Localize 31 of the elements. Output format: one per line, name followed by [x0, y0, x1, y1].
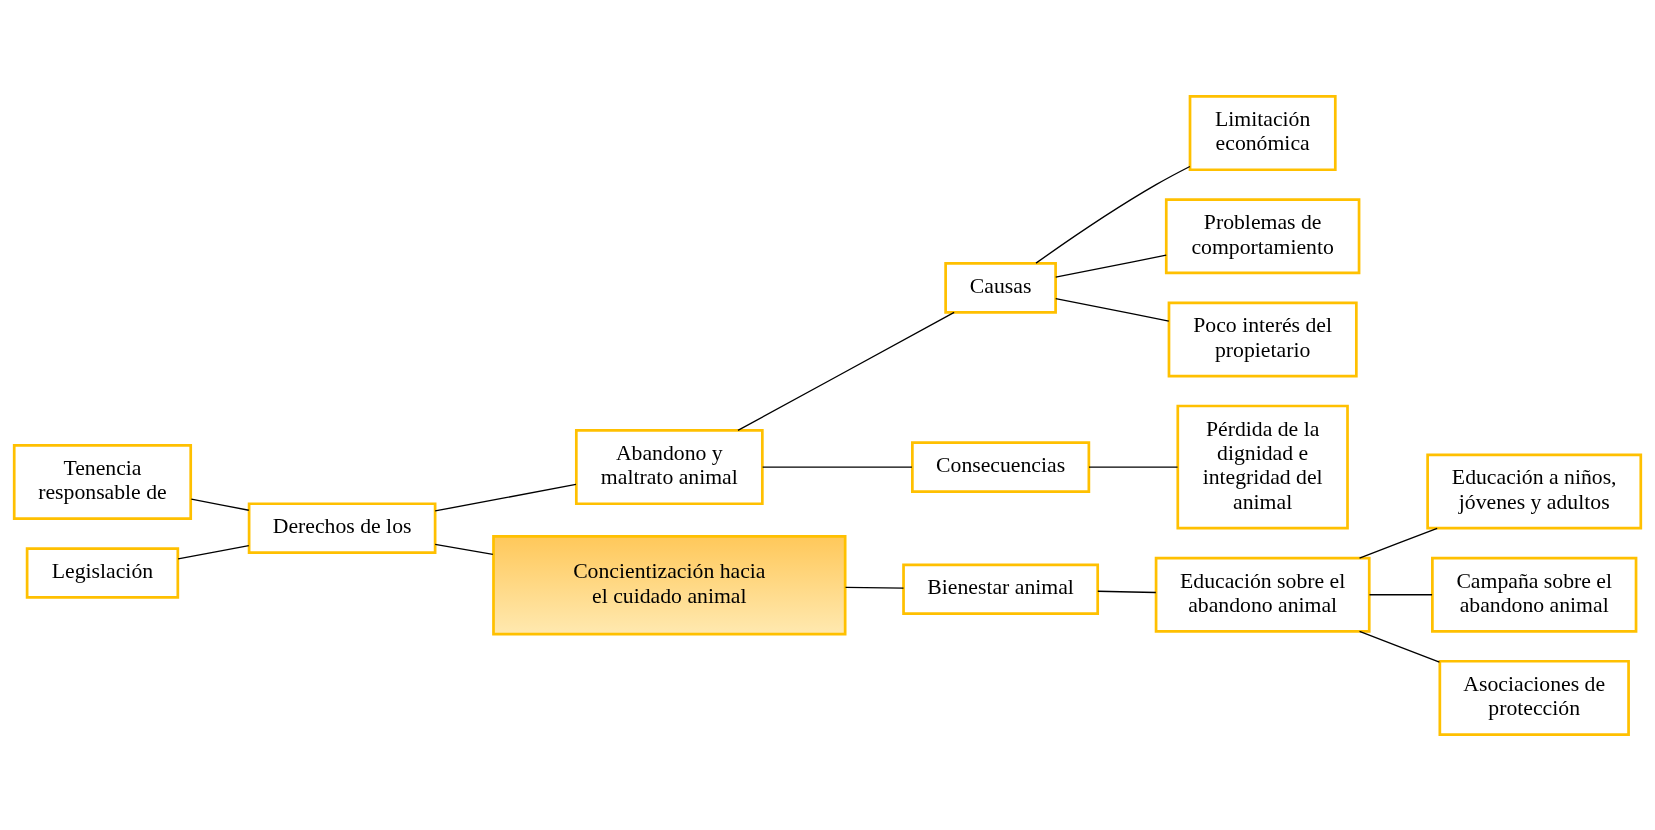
node-box: Educación sobre el abandono animal	[1154, 556, 1371, 633]
connector	[737, 311, 955, 431]
connector	[844, 586, 905, 589]
connector	[1055, 254, 1167, 278]
connector	[1055, 297, 1170, 322]
connector	[1097, 590, 1157, 593]
connector	[434, 483, 577, 512]
connector	[1358, 527, 1438, 559]
node-box: Concientización hacia el cuidado animal	[492, 534, 847, 635]
node-box: Derechos de los	[247, 501, 437, 554]
node-box: Campaña sobre el abandono animal	[1431, 556, 1638, 633]
connector	[761, 465, 913, 468]
connector	[1035, 165, 1191, 264]
connector	[434, 543, 494, 555]
node-box: Pérdida de la dignidad e integridad del animal	[1176, 404, 1349, 530]
node-box: Bienestar animal	[902, 563, 1100, 615]
connector	[190, 497, 250, 511]
node-box: Poco interés del propietario	[1167, 300, 1358, 377]
node-box: Problemas de comportamiento	[1164, 197, 1361, 274]
node-box: Educación a niños, jóvenes y adultos	[1426, 453, 1643, 530]
node-box: Consecuencias	[911, 440, 1091, 493]
node-box: Causas	[944, 261, 1057, 314]
node-box: Legislación	[25, 546, 180, 599]
node-box: Asociaciones de protección	[1438, 659, 1630, 736]
connector	[1088, 465, 1179, 468]
connector	[1358, 630, 1441, 663]
connector	[1368, 593, 1433, 595]
connector	[177, 544, 250, 560]
node-box: Tenencia responsable de	[12, 443, 193, 520]
node-box: Abandono y maltrato animal	[574, 428, 764, 505]
node-box: Limitación económica	[1188, 94, 1337, 171]
